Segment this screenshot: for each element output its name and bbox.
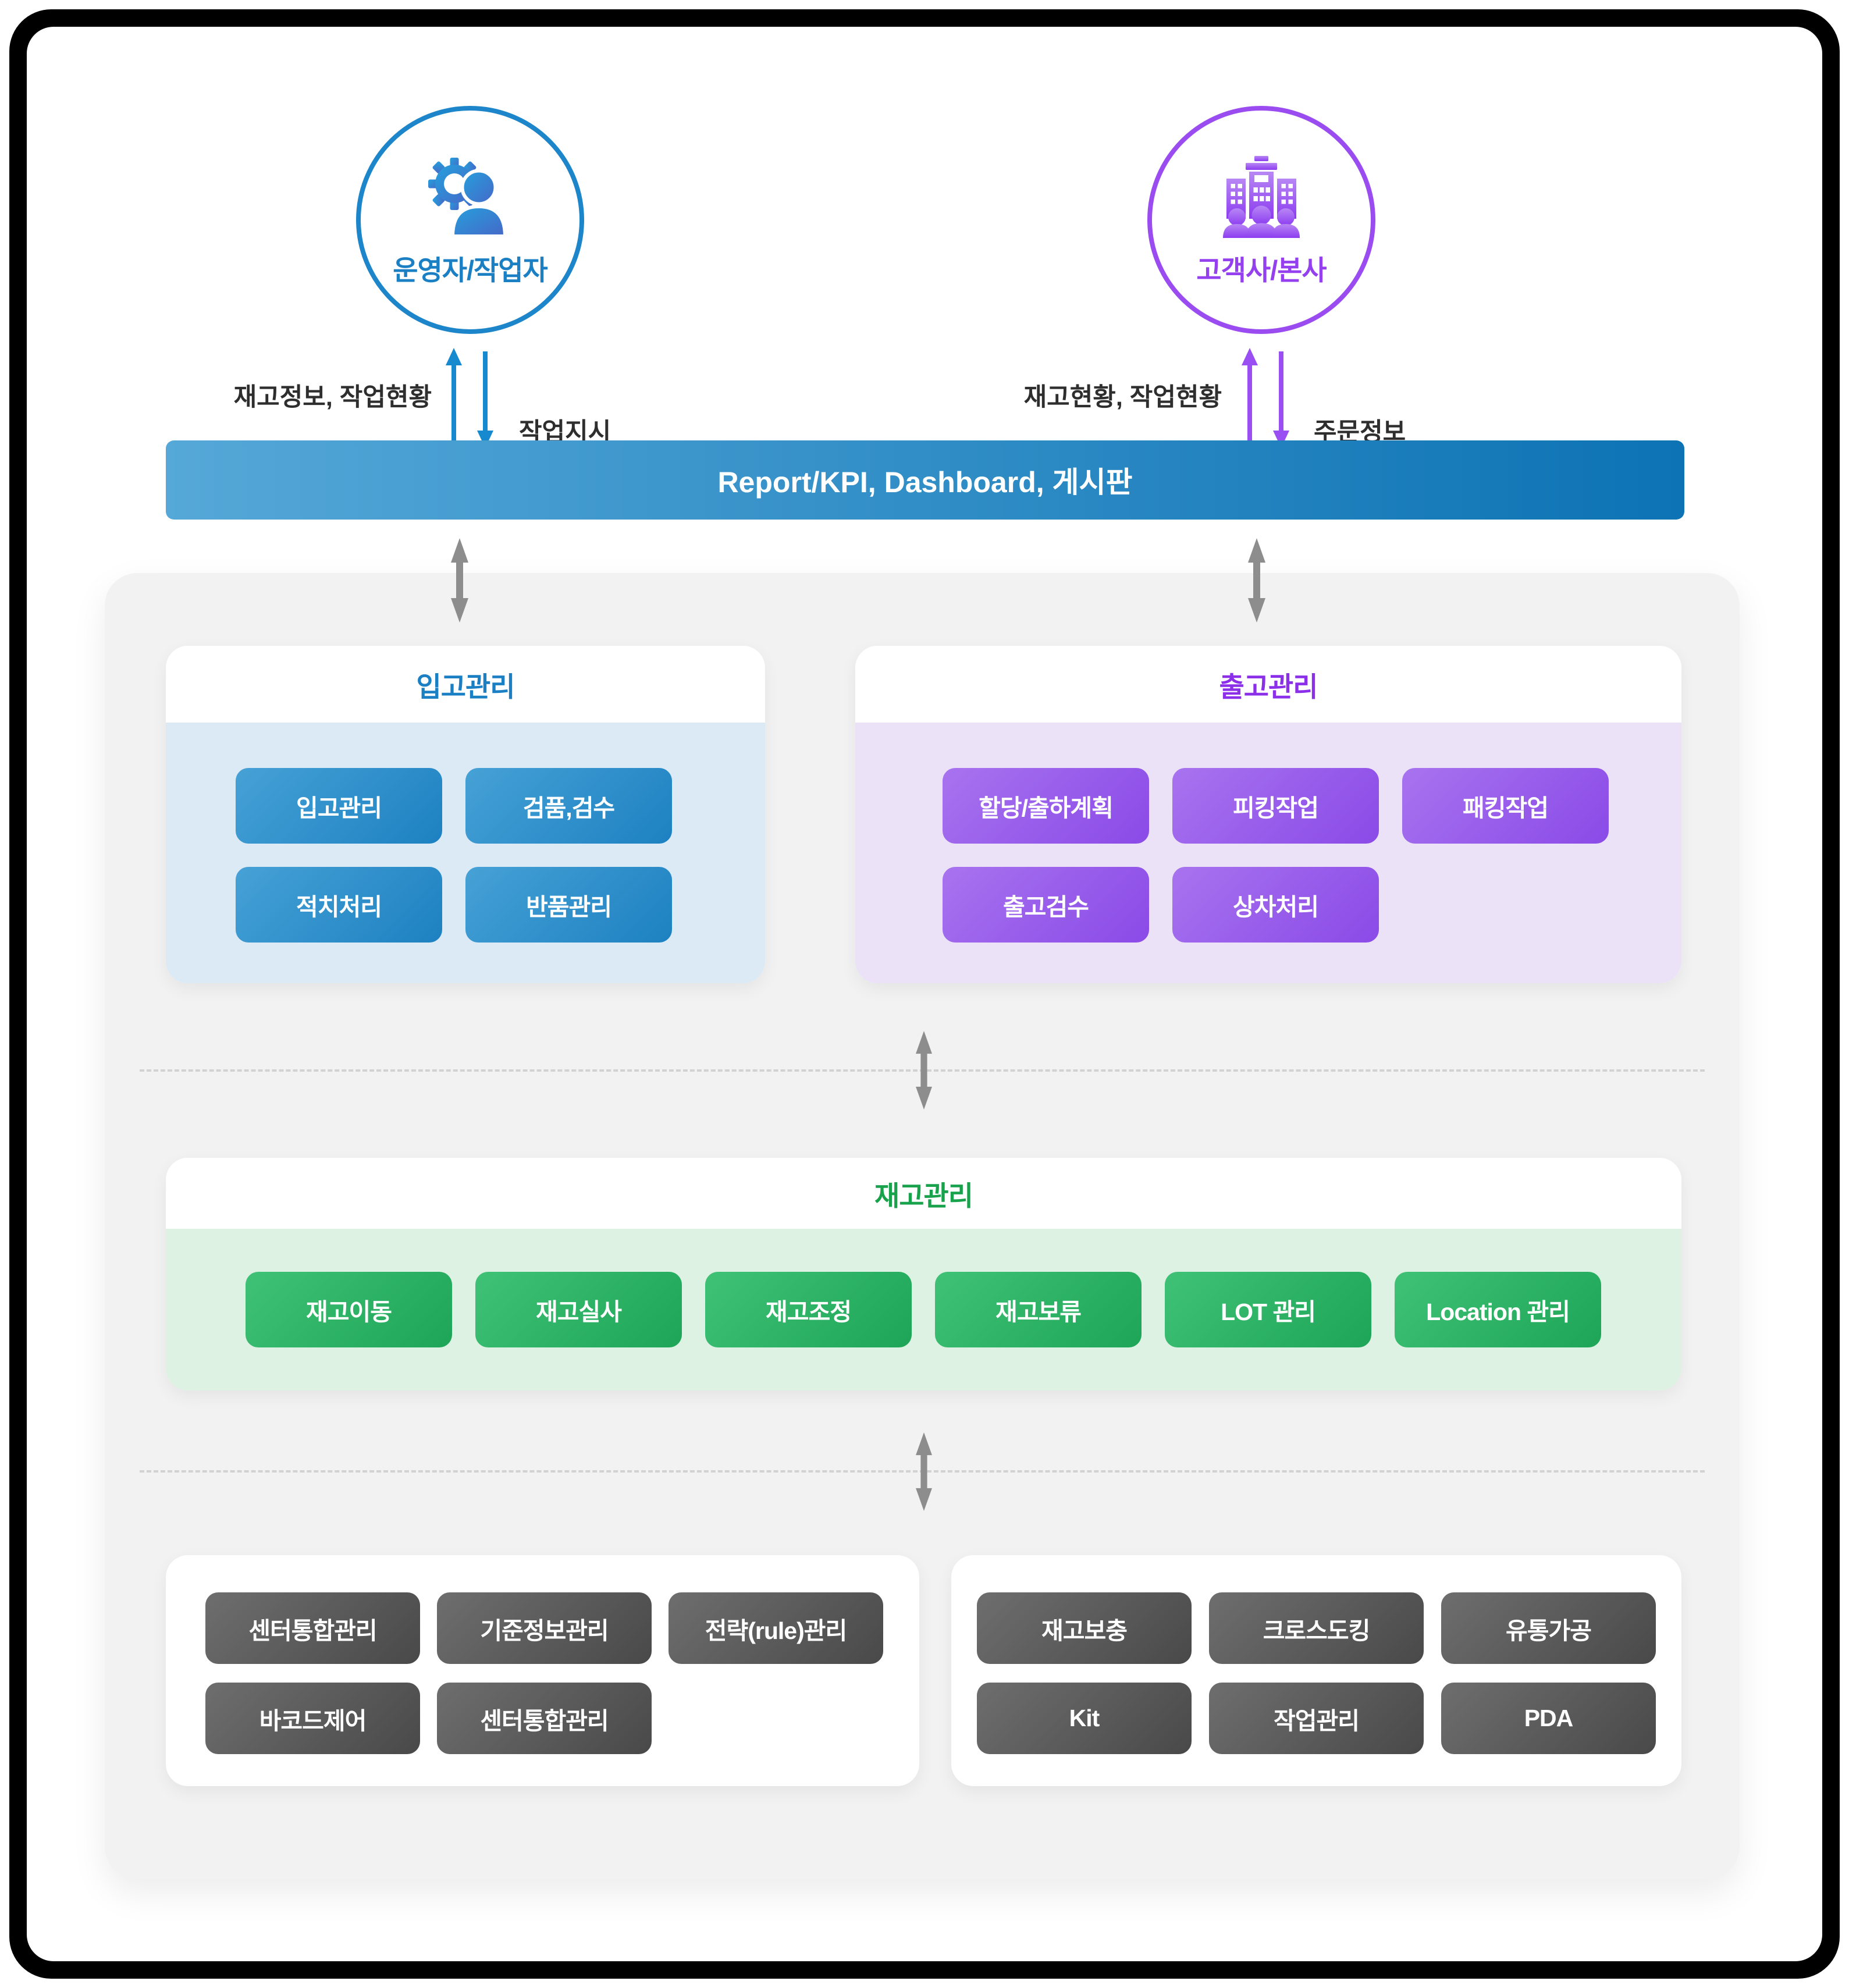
- module-chip-inventory-2: 재고조정: [705, 1272, 912, 1347]
- customer-circle: 고객사/본사: [1147, 106, 1375, 334]
- module-chip-admin-right-3: Kit: [977, 1683, 1192, 1754]
- customer-updown-arrows-icon: [1242, 348, 1289, 448]
- module-chip-admin-right-0: 재고보충: [977, 1592, 1192, 1664]
- module-chip-inventory-3: 재고보류: [935, 1272, 1142, 1347]
- bar-to-core-double-arrow-left-icon: [451, 538, 468, 623]
- bar-to-core-double-arrow-right-icon: [1248, 538, 1265, 623]
- module-chip-admin-right-4: 작업관리: [1209, 1683, 1424, 1754]
- panels-to-inventory-double-arrow-icon: [916, 1031, 932, 1109]
- module-chip-inbound-0: 입고관리: [236, 768, 442, 844]
- operator-up-flow-label: 재고정보, 작업현황: [233, 383, 432, 411]
- operator-circle: 운영자/작업자: [356, 106, 584, 334]
- customer-label: 고객사/본사: [1196, 254, 1327, 286]
- module-chip-admin-left-4: 센터통합관리: [437, 1683, 652, 1754]
- module-chip-outbound-0: 할당/출하계획: [943, 768, 1149, 844]
- module-chip-admin-right-5: PDA: [1441, 1683, 1656, 1754]
- customer-up-flow-label: 재고현황, 작업현황: [1023, 383, 1222, 411]
- admin-right-panel: 재고보충 크로스도킹 유통가공 Kit 작업관리 PDA: [951, 1555, 1681, 1786]
- module-chip-inventory-1: 재고실사: [475, 1272, 682, 1347]
- report-kpi-bar: Report/KPI, Dashboard, 게시판: [166, 440, 1684, 520]
- module-chip-inventory-5: Location 관리: [1395, 1272, 1601, 1347]
- module-chip-admin-left-2: 전략(rule)관리: [669, 1592, 883, 1664]
- module-chip-inbound-2: 적치처리: [236, 867, 442, 943]
- module-chip-admin-left-1: 기준정보관리: [437, 1592, 652, 1664]
- module-chip-admin-right-2: 유통가공: [1441, 1592, 1656, 1664]
- operator-label: 운영자/작업자: [393, 254, 547, 286]
- module-chip-outbound-4: 상차처리: [1172, 867, 1379, 943]
- admin-left-panel: 센터통합관리 기준정보관리 전략(rule)관리 바코드제어 센터통합관리: [166, 1555, 919, 1786]
- module-chip-admin-right-1: 크로스도킹: [1209, 1592, 1424, 1664]
- module-chip-inventory-0: 재고이동: [246, 1272, 452, 1347]
- operator-updown-arrows-icon: [446, 348, 493, 448]
- module-chip-outbound-2: 패킹작업: [1402, 768, 1609, 844]
- outbound-title: 출고관리: [1219, 671, 1318, 702]
- outbound-panel: 출고관리 할당/출하계획 피킹작업 패킹작업 출고검수 상차처리: [855, 646, 1681, 983]
- module-chip-outbound-1: 피킹작업: [1172, 768, 1379, 844]
- inbound-panel: 입고관리 입고관리 검품,검수 적치처리 반품관리: [166, 646, 765, 983]
- inventory-panel-body: 재고이동 재고실사 재고조정 재고보류 LOT 관리 Location 관리: [166, 1229, 1681, 1390]
- inbound-title: 입고관리: [416, 671, 515, 702]
- inventory-panel: 재고관리 재고이동 재고실사 재고조정 재고보류 LOT 관리 Location…: [166, 1158, 1681, 1390]
- module-chip-inventory-4: LOT 관리: [1165, 1272, 1371, 1347]
- report-kpi-bar-label: Report/KPI, Dashboard, 게시판: [717, 466, 1133, 499]
- inventory-title: 재고관리: [874, 1180, 973, 1211]
- inbound-panel-header: 입고관리: [166, 646, 765, 723]
- inventory-panel-header: 재고관리: [166, 1158, 1681, 1229]
- inventory-to-admin-double-arrow-icon: [916, 1432, 932, 1511]
- module-chip-admin-left-3: 바코드제어: [205, 1683, 420, 1754]
- module-chip-outbound-3: 출고검수: [943, 867, 1149, 943]
- outbound-panel-header: 출고관리: [855, 646, 1681, 723]
- module-chip-inbound-3: 반품관리: [465, 867, 672, 943]
- outbound-panel-body: 할당/출하계획 피킹작업 패킹작업 출고검수 상차처리: [855, 723, 1681, 983]
- customer-buildings-icon: [1223, 155, 1300, 238]
- module-chip-inbound-1: 검품,검수: [465, 768, 672, 844]
- inbound-panel-body: 입고관리 검품,검수 적치처리 반품관리: [166, 723, 765, 983]
- operator-gear-person-icon: [428, 157, 507, 238]
- module-chip-admin-left-0: 센터통합관리: [205, 1592, 420, 1664]
